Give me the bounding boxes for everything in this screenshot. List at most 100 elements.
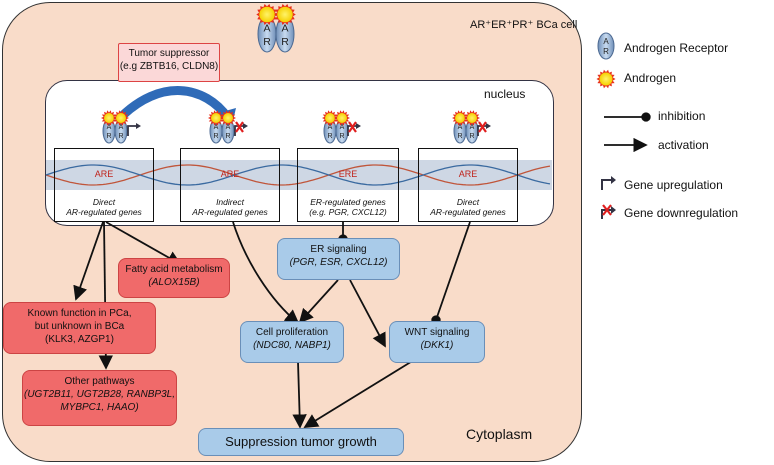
response-element-label: ARE [458,169,478,179]
arrow-to-fatty-acid [105,221,182,265]
gene-upregulation-icon [347,125,358,136]
arrow-proliferation-to-suppression [292,361,307,429]
receptor-letter: A [107,124,112,131]
known-function-box: Known function in PCa, but unknown in BC… [3,302,156,354]
gene-region-line1: ER-regulated genes [310,197,386,207]
gene-region-line2: AR-regulated genes [192,207,268,217]
response-element-label: ARE [94,169,114,179]
gene-downregulation-cross [235,121,244,133]
er-signaling-title: ER signaling [310,244,367,255]
androgen-core [116,113,126,123]
receptor-letter: A [603,37,609,46]
response-element-label: ARE [220,169,240,179]
arrow-er-to-proliferation [298,279,339,324]
receptor-letter: A [328,124,333,131]
cell-proliferation-genes: (NDC80, NABP1) [253,340,331,351]
cell-proliferation-box: Cell proliferation (NDC80, NABP1) [240,321,344,363]
receptor-letter: A [470,124,475,131]
androgen-core [223,113,233,123]
other-pathways-title: Other pathways [64,376,135,387]
tumor-suppressor-title: Tumor suppressor [128,48,210,59]
legend-androgen: Androgen [624,71,677,85]
receptor-letter: R [457,133,462,140]
other-pathways-box: Other pathways (UGT2B11, UGT2B28, RANBP3… [22,370,177,426]
er-signaling-box: ER signaling (PGR, ESR, CXCL12) [277,238,400,280]
arrow-indirect-to-proliferation [232,221,300,325]
cytoplasm-label: Cytoplasm [466,426,533,442]
er-signaling-genes: (PGR, ESR, CXCL12) [289,257,388,268]
androgen-core [259,6,275,23]
legend-inhibition: inhibition [658,109,706,123]
gene-region-line1: Direct [456,197,480,207]
gene-upregulation-arrowhead [486,123,491,129]
dna-strand [45,164,551,186]
wnt-signaling-genes: (DKK1) [420,340,454,351]
receptor-letter: A [214,124,219,131]
tumor-suppressor-genes: (e.g ZBTB16, CLDN8) [119,61,219,72]
wnt-signaling-title: WNT signaling [404,327,470,338]
gene-upregulation-icon [127,125,138,136]
receptor-letter: R [225,133,230,140]
gene-region-line1: Indirect [216,197,244,207]
androgen-core [104,113,114,123]
receptor-letter: R [263,36,271,48]
gene-downregulation-cross [478,121,487,133]
known-function-line1: Known function in PCa, [27,308,132,319]
androgen-core [337,113,347,123]
nucleus-label: nucleus [484,87,526,101]
receptor-letter: R [603,47,609,56]
wnt-signaling-box: WNT signaling (DKK1) [389,321,485,363]
cell-proliferation-title: Cell proliferation [255,327,329,338]
inhibition-to-wnt [431,221,471,325]
gene-downregulation-cross [348,121,357,133]
legend-receptor-icon [597,32,615,60]
gene-region-label: ER-regulated genes(e.g. PGR, CXCL12) [298,197,398,217]
suppression-title: Suppression tumor growth [225,434,377,449]
receptor-letter: A [458,124,463,131]
suppression-box: Suppression tumor growth [198,428,404,456]
androgen-core [599,72,613,86]
receptor-letter: A [263,22,270,34]
legend-androgen-receptor: Androgen Receptor [624,41,729,55]
legend-upregulation-icon [601,179,614,190]
gene-upregulation-arrowhead [356,123,361,129]
known-function-genes: (KLK3, AZGP1) [45,334,114,345]
other-pathways-genes2: MYBPC1, HAAO) [60,402,139,413]
tumor-suppressor-arrow [116,86,232,122]
receptor-letter: R [106,133,111,140]
gene-upregulation-icon [477,125,488,136]
androgen-core [467,113,477,123]
receptor-letter: R [339,133,344,140]
dna-strand [45,164,551,186]
receptor-letter: R [281,36,289,48]
gene-upregulation-icon [234,125,245,136]
androgen-core [455,113,465,123]
fatty-acid-title: Fatty acid metabolism [125,264,223,275]
other-pathways-genes1: (UGT2B11, UGT2B28, RANBP3L, [24,389,175,400]
fatty-acid-box: Fatty acid metabolism (ALOX15B) [118,258,230,298]
receptor-letter: R [469,133,474,140]
receptor-letter: R [118,133,123,140]
arrow-to-known-function [73,221,104,301]
gene-region-line1: Direct [92,197,116,207]
receptor-letter: A [119,124,124,131]
arrow-er-to-wnt [349,279,386,348]
legend-downregulation: Gene downregulation [624,206,739,220]
receptor-letter: A [226,124,231,131]
gene-region-line2: AR-regulated genes [430,207,506,217]
legend-activation: activation [658,138,709,152]
legend-symbols [601,112,651,219]
receptor-letter: A [340,124,345,131]
gene-upregulation-arrowhead [136,123,141,129]
androgen-core [277,6,293,23]
androgen-core [211,113,221,123]
gene-region-line2: AR-regulated genes [66,207,142,217]
legend-downregulation-icon [601,209,614,219]
